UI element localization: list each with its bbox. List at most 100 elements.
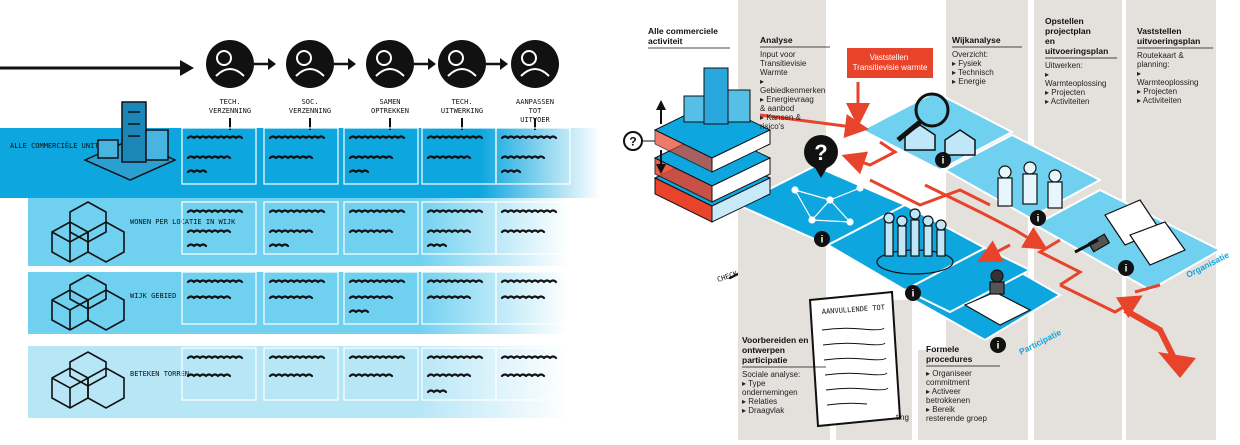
step-connector-head: [500, 58, 508, 70]
process-step-5: AANPASSENTOTUITVOER: [511, 40, 559, 130]
scribble-line: [348, 295, 394, 300]
social-scan-icon: [286, 40, 334, 88]
column-line: risico's: [760, 122, 784, 131]
people-group-icon: [876, 208, 954, 275]
scribble-line: [500, 355, 558, 360]
column-line: ondernemingen: [742, 388, 798, 397]
scribble-line: [186, 229, 232, 234]
scribble-line: [186, 355, 244, 360]
column-participatie: Voorbereiden enontwerpenparticipatieSoci…: [742, 335, 826, 415]
flow-arrow-final: [1123, 307, 1178, 362]
scribble-line: [268, 135, 326, 140]
sketch-row-band-4: [28, 346, 568, 418]
final-panel: Alle commerciele activiteit: [623, 0, 1231, 440]
scribble-line: [500, 135, 558, 140]
column-line: betrokkenen: [926, 396, 970, 405]
scribble-line: [348, 355, 406, 360]
column-title: ontwerpen: [742, 345, 785, 355]
process-step-label: TECH.VERZENNING: [209, 98, 251, 115]
sketch-cell: [343, 201, 419, 255]
scribble-line: [186, 243, 208, 248]
sketch-cell: [263, 201, 339, 255]
checklist-paper-icon: AANVULLENDE TOT: [808, 290, 902, 428]
step-icon-detail: [376, 50, 392, 66]
flow-arrow-head: [180, 60, 194, 76]
info-icon-glyph: i: [997, 341, 1000, 352]
scribble-line: [348, 279, 406, 284]
process-step-label: SOC.VERZENNING: [289, 98, 331, 115]
documents-gavel-icon: [1074, 199, 1186, 266]
scribble-line: [426, 295, 472, 300]
column-title: Opstellen: [1045, 16, 1084, 26]
scribble-line: [500, 155, 546, 160]
process-step-4: TECH.UITWERKING: [438, 40, 508, 130]
question-mark-left: ?: [629, 135, 636, 149]
cube-cluster-icon-1: [51, 201, 125, 263]
vaststellen-callout-text: Vaststellen Transitievisie warmte: [853, 53, 928, 72]
column-projectplan: OpstellenprojectplanenuitvoeringsplanUit…: [1045, 16, 1117, 106]
scribble-line: [268, 295, 314, 300]
cell-border: [495, 201, 571, 255]
cell-border: [263, 347, 339, 401]
step-icon-detail: [448, 50, 464, 66]
column-line: ▸ Organiseer: [926, 369, 972, 378]
building-sketch-icon: [83, 101, 177, 181]
question-bubble-tail: [814, 166, 828, 178]
step-icon-detail: [216, 50, 232, 66]
sketch-cell: [343, 127, 419, 185]
scribble-line: [426, 209, 484, 214]
joint-effort-icon: [366, 40, 414, 88]
scribble-line: [348, 135, 406, 140]
info-icon-glyph: i: [1037, 214, 1040, 225]
scribble-line: [186, 155, 232, 160]
column-title: procedures: [926, 354, 973, 364]
cell-border: [181, 347, 257, 401]
flow-arrow-3: [869, 178, 991, 207]
column-line: ▸ Activiteiten: [1045, 97, 1089, 106]
sketch-cell: [181, 127, 257, 185]
flow-arrow-final-head: [1158, 352, 1196, 378]
sketch-panel: ALLE COMMERCIËLE UNITHEID WONEN PER LOCA…: [0, 40, 810, 418]
info-icon: i: [1030, 210, 1046, 226]
scribble-line: [426, 389, 448, 394]
stamp-document-icon: [963, 269, 1032, 326]
column-line: planning:: [1137, 60, 1169, 69]
flow-arrow-1: [759, 113, 869, 138]
scribble-line: [186, 295, 232, 300]
step-icon-detail: [521, 50, 537, 66]
vaststellen-callout: [847, 48, 933, 78]
sketch-cell: [263, 127, 339, 185]
info-icon-circle: [814, 231, 830, 247]
column-line: Warmte: [760, 68, 788, 77]
cell-border: [181, 271, 257, 325]
cell-border: [495, 127, 571, 185]
column-line: ▸ Relaties: [742, 397, 777, 406]
scribble-line: [186, 135, 244, 140]
scribble-line: [500, 295, 546, 300]
meeting-people-icon: [997, 161, 1063, 209]
column-title: uitvoeringsplan: [1137, 36, 1200, 46]
column-line: ▸ Technisch: [952, 68, 994, 77]
cube-cluster-icon-2: [51, 274, 125, 331]
cell-border: [263, 127, 339, 185]
technical-elaboration-icon: [438, 40, 486, 88]
scribble-line: [426, 229, 472, 234]
scribble-line: [348, 209, 406, 214]
network-graph-icon: [791, 184, 864, 226]
scribble-line: [348, 169, 370, 174]
cell-border: [343, 347, 419, 401]
info-icon-circle: [1118, 260, 1134, 276]
cube-cluster-icon-3: [51, 351, 125, 409]
sketch-cell: [181, 271, 257, 325]
flow-arrow-2: [841, 140, 898, 175]
column-line: ▸ Bereik: [926, 405, 956, 414]
all-commercial-label: Alle commerciele activiteit: [648, 26, 720, 46]
sketch-cell: [495, 347, 571, 401]
scribble-line: [186, 279, 244, 284]
column-line: Sociale analyse:: [742, 370, 800, 379]
